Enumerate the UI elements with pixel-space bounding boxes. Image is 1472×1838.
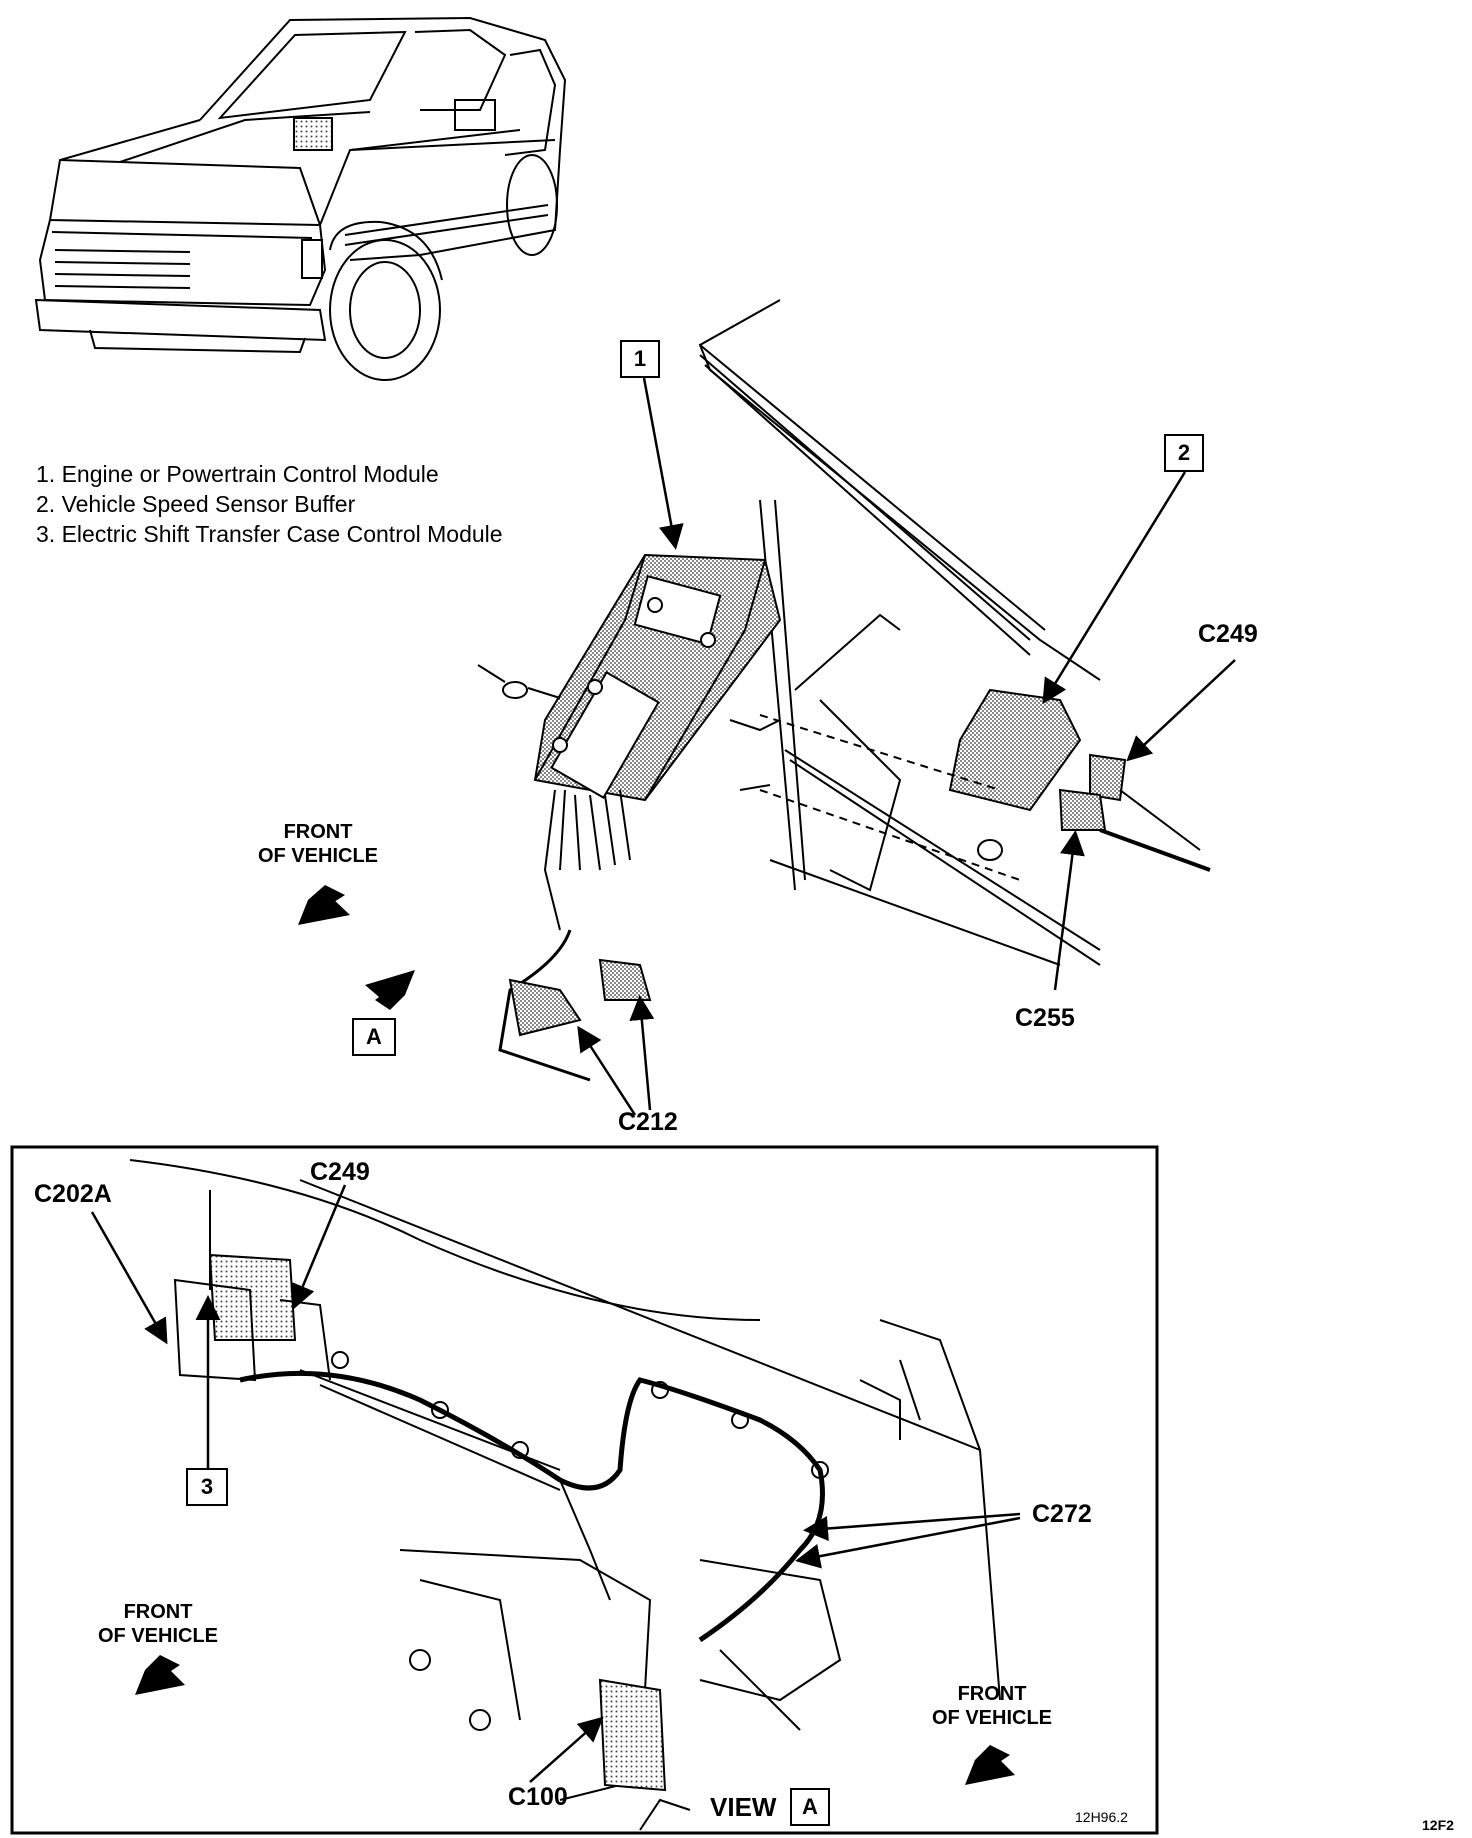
view-a-illustration <box>129 1159 1001 1831</box>
front-of-vehicle-top: FRONT OF VEHICLE <box>258 820 378 868</box>
front-arrow-view-right <box>965 1745 1015 1785</box>
front-label-line: OF VEHICLE <box>258 845 379 867</box>
label-c255: C255 <box>1015 1004 1075 1032</box>
view-label: VIEW <box>710 1792 777 1822</box>
figure-code-inner: 12H96.2 <box>1075 1809 1128 1825</box>
figure-code-outer: 12F2 <box>1422 1817 1454 1833</box>
callout-a-top: A <box>352 1018 396 1056</box>
leader-lines-top <box>577 377 1236 1116</box>
label-c249-top: C249 <box>1198 620 1258 648</box>
legend-item: 1. Engine or Powertrain Control Module <box>36 461 439 487</box>
label-c212: C212 <box>618 1108 678 1136</box>
leader-lines-view <box>90 1184 1021 1783</box>
callout-2: 2 <box>1164 434 1204 472</box>
speed-buffer-module <box>729 688 1211 892</box>
callout-3: 3 <box>186 1468 228 1506</box>
front-label-line: FRONT <box>957 1683 1027 1705</box>
front-label-line: OF VEHICLE <box>98 1625 219 1647</box>
front-of-vehicle-view-left: FRONT OF VEHICLE <box>98 1600 218 1648</box>
view-a-arrow <box>365 970 415 1010</box>
front-of-vehicle-view-right: FRONT OF VEHICLE <box>932 1682 1052 1730</box>
front-label-line: FRONT <box>123 1601 193 1623</box>
front-label-line: FRONT <box>283 821 353 843</box>
front-arrow-top <box>298 885 350 925</box>
legend-item: 2. Vehicle Speed Sensor Buffer <box>36 491 356 517</box>
view-a-frame <box>10 1145 1159 1835</box>
component-legend: 1. Engine or Powertrain Control Module 2… <box>36 459 503 549</box>
front-label-line: OF VEHICLE <box>932 1707 1053 1729</box>
callout-1: 1 <box>620 340 660 378</box>
callout-a-view: A <box>790 1788 830 1826</box>
vehicle-illustration <box>34 16 567 381</box>
label-c249-view: C249 <box>310 1158 370 1186</box>
front-arrow-view-left <box>135 1655 185 1695</box>
label-c272: C272 <box>1032 1500 1092 1528</box>
legend-item: 3. Electric Shift Transfer Case Control … <box>36 521 503 547</box>
pcm-module <box>477 553 782 1082</box>
label-c202a: C202A <box>34 1180 112 1208</box>
label-c100: C100 <box>508 1783 568 1811</box>
